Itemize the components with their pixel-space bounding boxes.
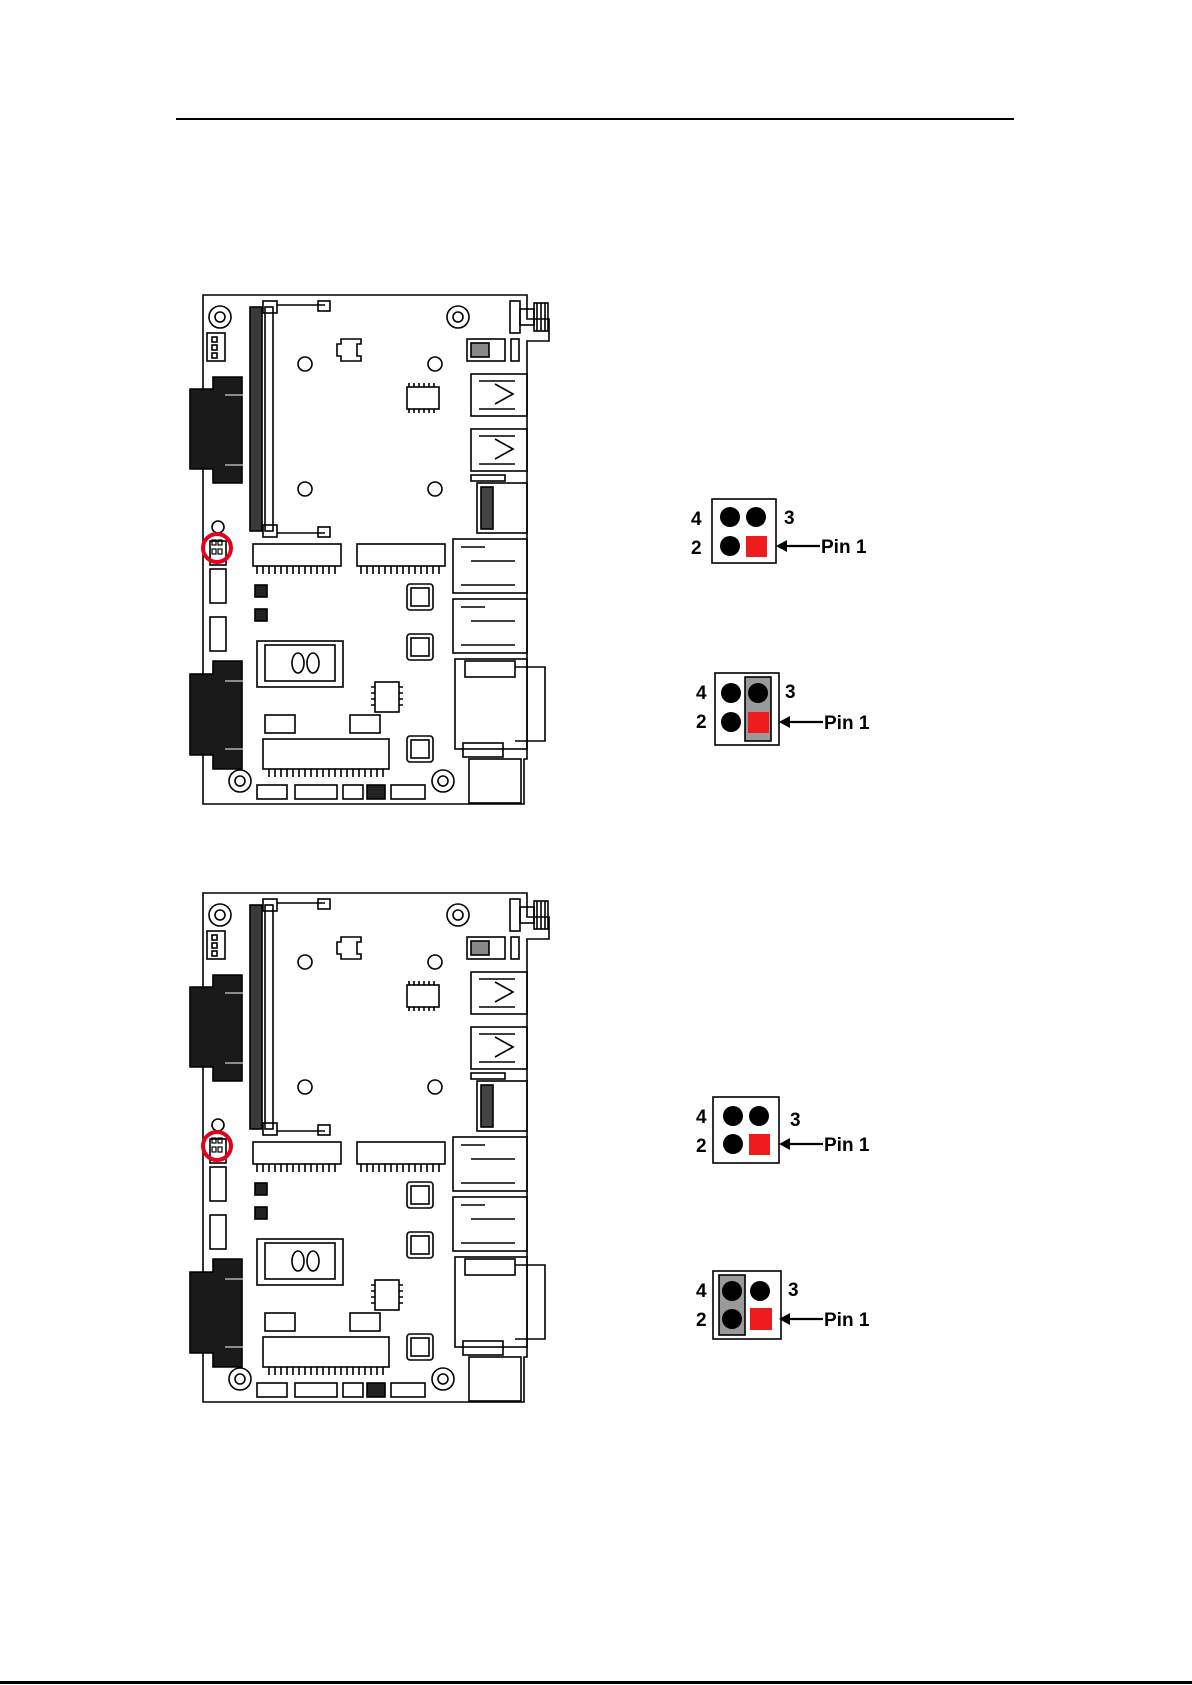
pin-1-label: Pin 1 — [824, 1135, 870, 1156]
pin-1-label: Pin 1 — [824, 1310, 870, 1331]
pin-1-square — [748, 712, 769, 733]
pin-label-3: 3 — [785, 682, 796, 703]
jumper-3-svg: 4 3 2 Pin 1 — [693, 1094, 883, 1174]
header-rule — [176, 118, 1014, 120]
pin-label-4: 4 — [691, 509, 702, 530]
jumper-diagram-1: 4 3 2 Pin 1 — [688, 496, 878, 576]
arrow-left-icon — [776, 540, 820, 552]
footer-rule — [0, 1681, 1192, 1684]
pin-1-square — [746, 536, 767, 557]
pin-label-4: 4 — [696, 1107, 707, 1128]
pin-label-2: 2 — [696, 1310, 707, 1331]
jumper-2-svg: 4 3 2 Pin 1 — [693, 670, 883, 750]
pin-label-2: 2 — [691, 538, 702, 559]
board-art — [190, 295, 549, 804]
arrow-left-icon — [779, 1138, 823, 1150]
pin-2 — [722, 1309, 742, 1329]
board-art — [190, 893, 549, 1402]
jumper-diagram-3: 4 3 2 Pin 1 — [693, 1094, 883, 1174]
arrow-left-icon — [779, 716, 823, 728]
jumper-1-svg: 4 3 2 Pin 1 — [688, 496, 878, 576]
board-bottom-svg — [185, 887, 570, 1407]
pin-label-4: 4 — [696, 1281, 707, 1302]
pin-label-2: 2 — [696, 1136, 707, 1157]
pin-label-2: 2 — [696, 712, 707, 733]
board-top-svg — [185, 289, 570, 809]
jumper-4-svg: 4 3 2 Pin 1 — [693, 1268, 883, 1348]
jumper-diagram-4: 4 3 2 Pin 1 — [693, 1268, 883, 1348]
pin-4 — [723, 1106, 743, 1126]
jumper-diagram-2: 4 3 2 Pin 1 — [693, 670, 883, 750]
pin-1-square — [749, 1134, 770, 1155]
pin-3 — [748, 683, 768, 703]
board-diagram-top — [185, 289, 570, 809]
pin-label-3: 3 — [790, 1110, 801, 1131]
pin-4 — [720, 507, 740, 527]
pin-label-3: 3 — [784, 508, 795, 529]
pin-1-label: Pin 1 — [824, 713, 870, 734]
pin-2 — [720, 536, 740, 556]
pin-2 — [723, 1134, 743, 1154]
pin-label-3: 3 — [788, 1280, 799, 1301]
pin-4 — [721, 683, 741, 703]
pin-3 — [746, 507, 766, 527]
arrow-left-icon — [779, 1313, 823, 1325]
pin-1-square — [750, 1308, 772, 1330]
pin-3 — [750, 1281, 770, 1301]
pin-1-label: Pin 1 — [821, 537, 867, 558]
pin-label-4: 4 — [696, 683, 707, 704]
pin-2 — [721, 712, 741, 732]
pin-3 — [749, 1106, 769, 1126]
pin-4 — [722, 1281, 742, 1301]
board-diagram-bottom — [185, 887, 570, 1407]
